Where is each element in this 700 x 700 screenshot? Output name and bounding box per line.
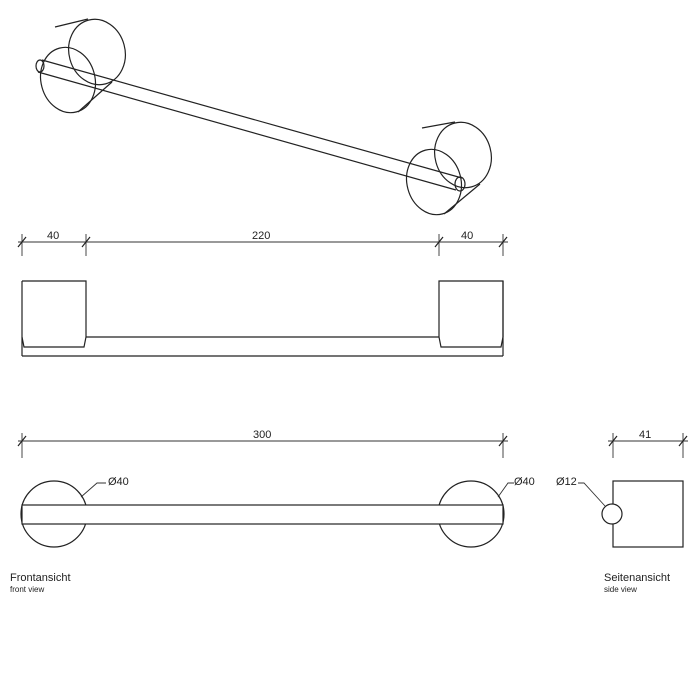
front-view-subtitle: front view [10, 585, 45, 594]
side-view-title: Seitenansicht [604, 572, 671, 584]
dim-left-mount: 40 [47, 230, 60, 242]
left-mount [39, 18, 126, 114]
bar [35, 59, 466, 192]
front-view [17, 433, 514, 548]
dim-right-diameter: Ø40 [514, 476, 535, 488]
dim-right-mount: 40 [461, 230, 474, 242]
dim-overall-length: 300 [253, 429, 272, 441]
side-view-subtitle: side view [604, 585, 637, 594]
dim-bar-length: 220 [252, 230, 271, 242]
right-mount [405, 121, 492, 216]
top-view [17, 234, 508, 357]
dim-depth: 41 [639, 429, 652, 441]
dim-bar-diameter: Ø12 [556, 476, 577, 488]
isometric-view [35, 18, 492, 216]
side-view [578, 433, 688, 548]
front-view-title: Frontansicht [10, 572, 71, 584]
dim-left-diameter: Ø40 [108, 476, 129, 488]
